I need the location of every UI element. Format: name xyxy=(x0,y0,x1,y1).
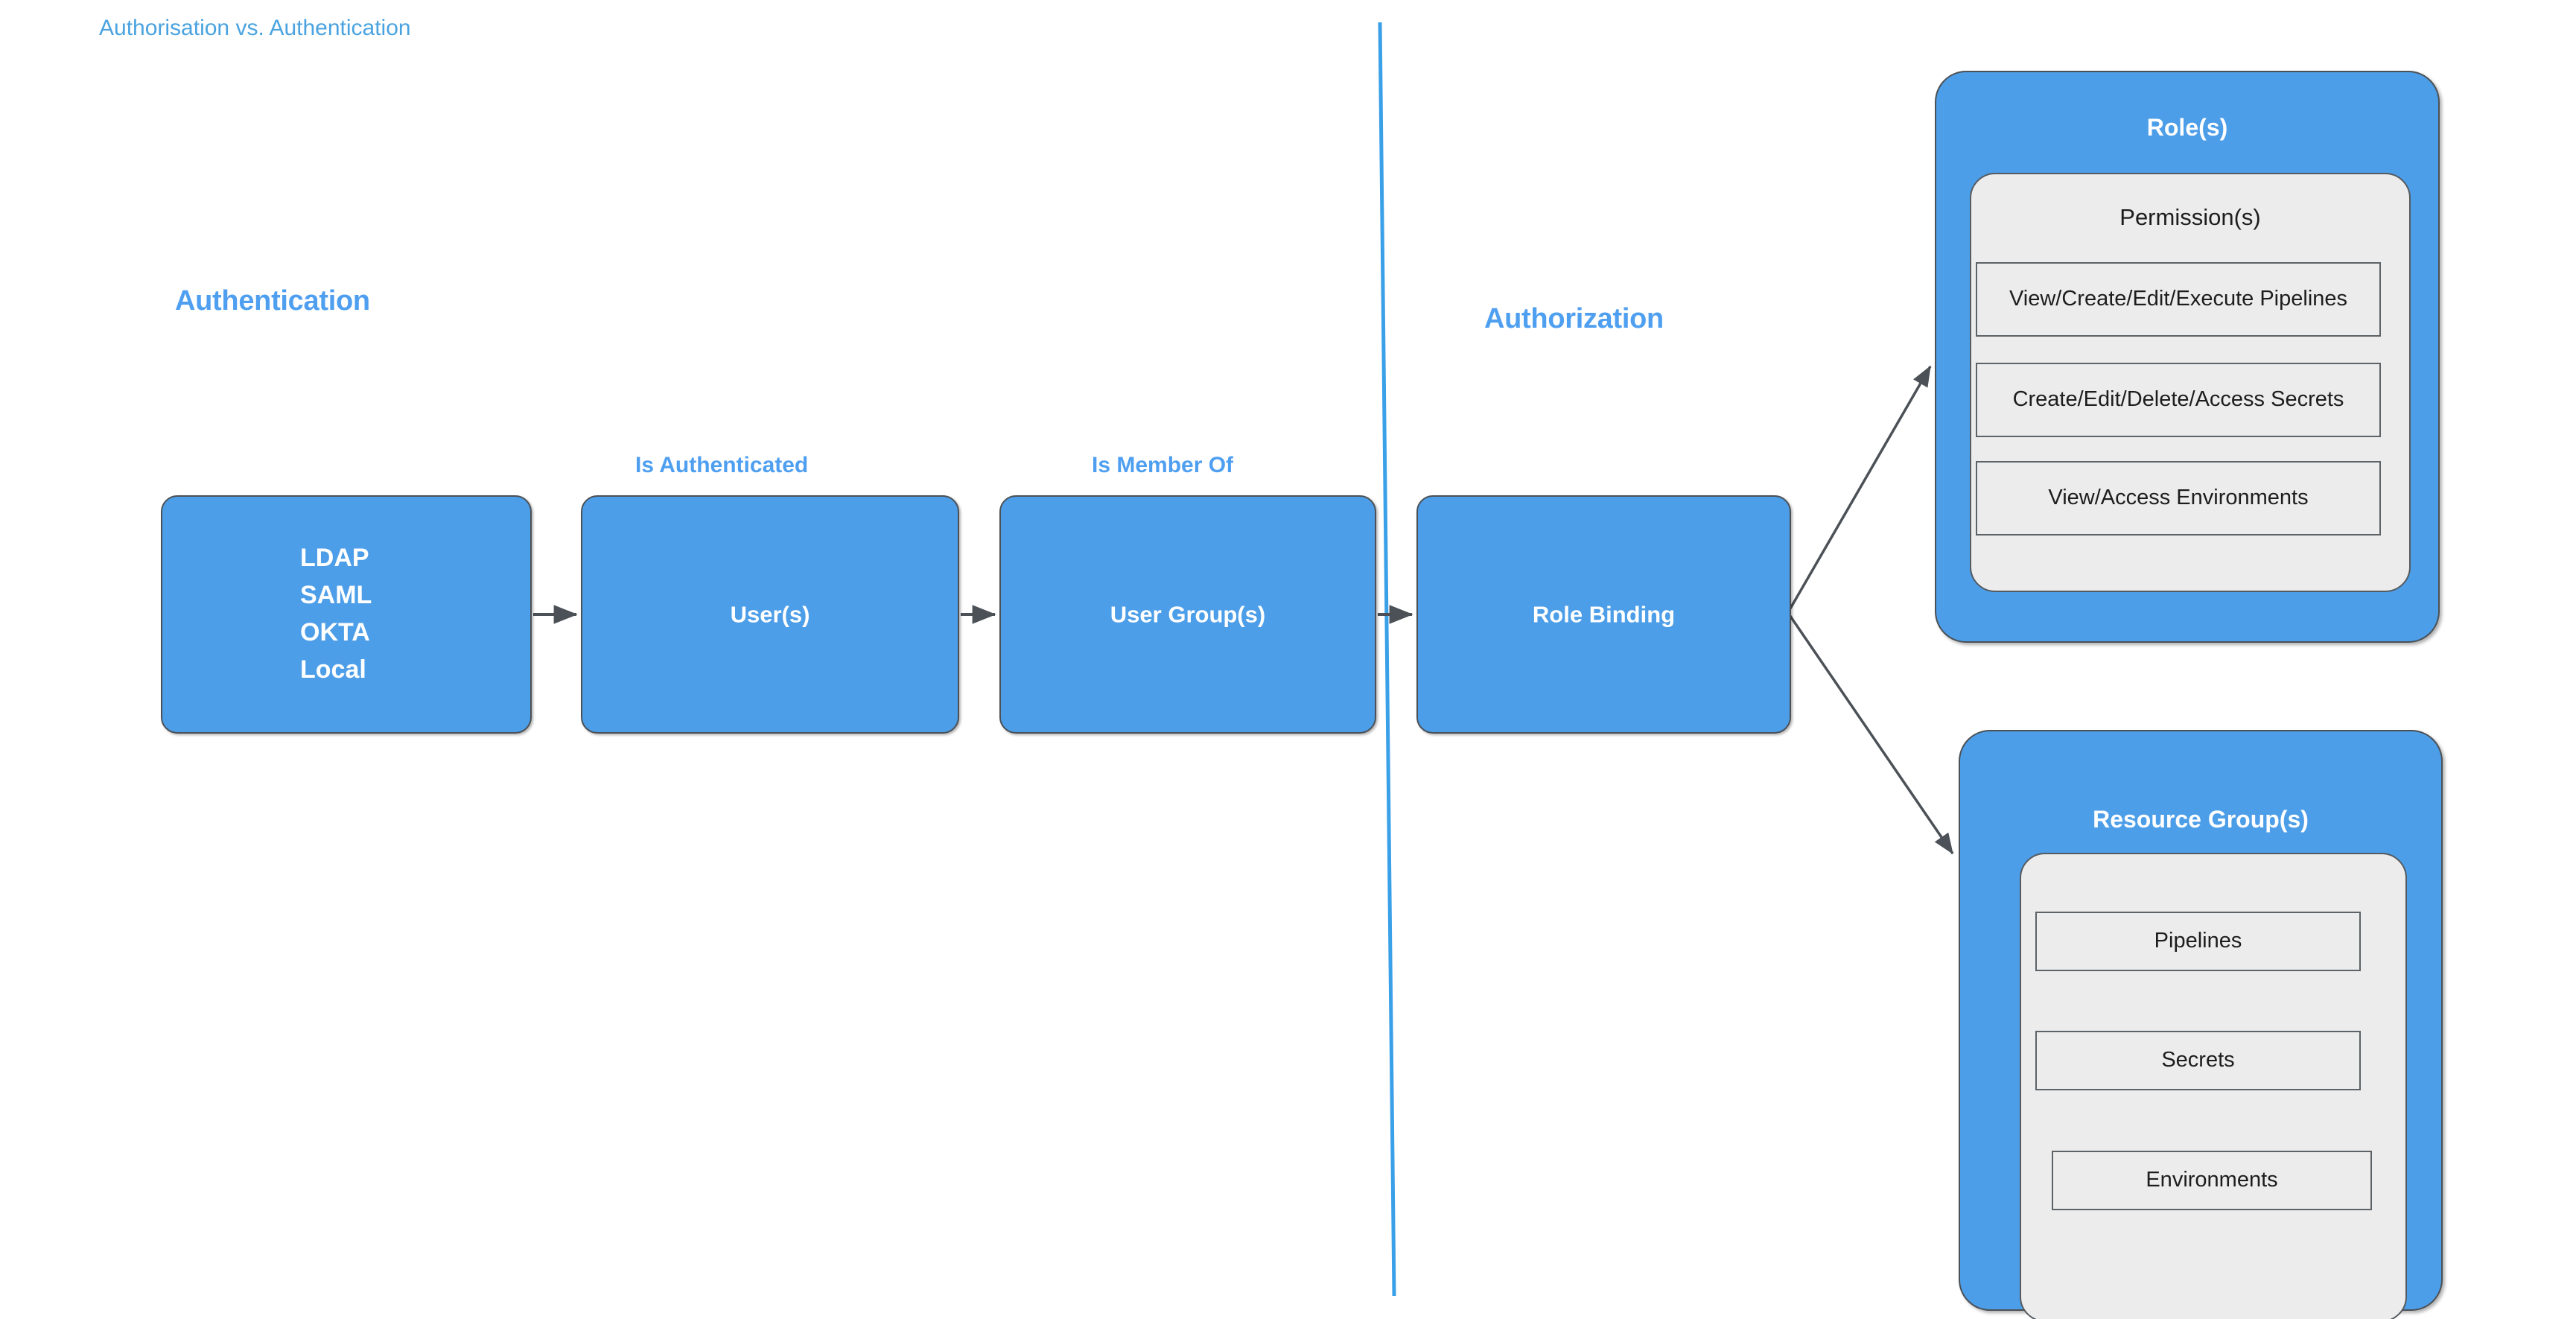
node-user-groups-label: User Group(s) xyxy=(1110,601,1266,628)
resource-item[interactable]: Pipelines xyxy=(2035,912,2361,971)
node-identity-providers[interactable]: LDAP SAML OKTA Local xyxy=(161,495,532,734)
node-users-label: User(s) xyxy=(730,601,810,628)
panel-resource-groups-title: Resource Group(s) xyxy=(2093,806,2309,833)
edge-label-is-member-of: Is Member Of xyxy=(1092,453,1234,477)
panel-roles-title: Role(s) xyxy=(2146,114,2228,141)
permission-item[interactable]: Create/Edit/Delete/Access Secrets xyxy=(1976,363,2381,437)
resource-item[interactable]: Secrets xyxy=(2035,1031,2361,1090)
resource-item[interactable]: Environments xyxy=(2052,1151,2372,1210)
identity-provider-item: SAML xyxy=(300,581,372,610)
authorization-heading: Authorization xyxy=(1484,303,1664,334)
edge-label-is-authenticated: Is Authenticated xyxy=(635,453,809,477)
identity-provider-item: LDAP xyxy=(300,544,369,573)
identity-provider-item: OKTA xyxy=(300,618,370,646)
permission-item[interactable]: View/Access Environments xyxy=(1976,461,2381,535)
permissions-heading: Permission(s) xyxy=(2119,204,2261,230)
node-role-binding[interactable]: Role Binding xyxy=(1416,495,1791,734)
permission-item[interactable]: View/Create/Edit/Execute Pipelines xyxy=(1976,262,2381,337)
node-role-binding-label: Role Binding xyxy=(1532,601,1676,628)
page-title: Authorisation vs. Authentication xyxy=(99,16,411,40)
authentication-heading: Authentication xyxy=(175,285,370,317)
identity-provider-list: LDAP SAML OKTA Local xyxy=(162,540,530,689)
node-user-groups[interactable]: User Group(s) xyxy=(999,495,1376,734)
node-users[interactable]: User(s) xyxy=(581,495,959,734)
identity-provider-item: Local xyxy=(300,655,366,684)
